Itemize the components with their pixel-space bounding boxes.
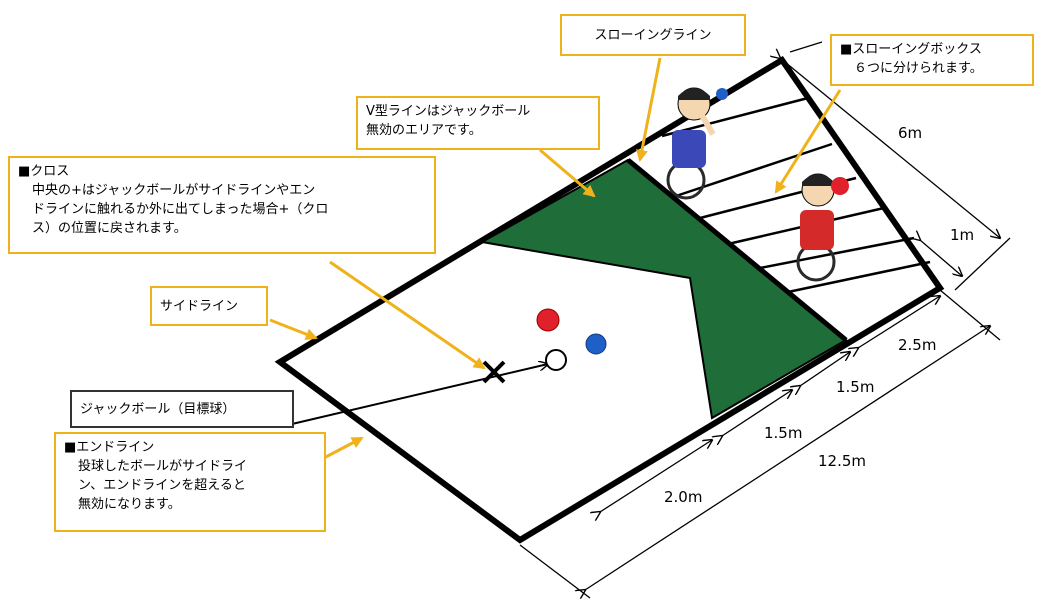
dim-1-5m-b-label: 1.5m bbox=[764, 424, 803, 442]
end-line-text-1: 投球したボールがサイドライ bbox=[78, 459, 248, 474]
throwing-line bbox=[626, 158, 848, 342]
player-red bbox=[796, 173, 849, 282]
dim-12-5m-label: 12.5m bbox=[818, 452, 867, 470]
callout-throwing-line: スローイングライン bbox=[560, 14, 746, 56]
red-ball bbox=[536, 308, 560, 332]
player-blue bbox=[666, 87, 728, 200]
dim-1-5m-a-label: 1.5m bbox=[836, 378, 875, 396]
dim-1m-line bbox=[920, 240, 962, 276]
jack-ball bbox=[545, 349, 567, 371]
throwing-box-title: ■スローイングボックス bbox=[840, 42, 982, 57]
dim-2-0m-label: 2.0m bbox=[664, 488, 703, 506]
dim-right-lines bbox=[519, 289, 1001, 598]
callout-cross: ■クロス 中央の+はジャックボールがサイドラインやエン ドラインに触れるか外に出… bbox=[8, 156, 436, 254]
v-line-text-2: 無効のエリアです。 bbox=[366, 123, 482, 138]
dim-2-5m-label: 2.5m bbox=[898, 336, 937, 354]
blue-ball bbox=[585, 333, 607, 355]
callout-arrows bbox=[269, 57, 842, 462]
cross-text-1: 中央の+はジャックボールがサイドラインやエン bbox=[32, 183, 316, 198]
cross-text-3: ス）の位置に戻されます。 bbox=[32, 221, 187, 236]
callout-throwing-box: ■スローイングボックス ６つに分けられます。 bbox=[830, 34, 1034, 86]
callout-end-line: ■エンドライン 投球したボールがサイドライ ン、エンドラインを超えると 無効にな… bbox=[54, 432, 326, 532]
throwing-line-label: スローイングライン bbox=[594, 28, 712, 43]
cross-mark bbox=[482, 360, 506, 384]
callout-v-line: V型ラインはジャックボール 無効のエリアです。 bbox=[356, 96, 600, 150]
end-line-title: ■エンドライン bbox=[64, 440, 155, 455]
side-line-label: サイドライン bbox=[160, 299, 239, 314]
cross-title: ■クロス bbox=[18, 164, 70, 179]
dim-1m-label: 1m bbox=[950, 226, 975, 244]
throwing-box-text: ６つに分けられます。 bbox=[854, 61, 983, 76]
v-line-text-1: V型ラインはジャックボール bbox=[366, 104, 531, 119]
callout-jack-ball: ジャックボール（目標球） bbox=[70, 390, 294, 428]
cross-text-2: ドラインに触れるか外に出てしまった場合+（クロ bbox=[32, 202, 329, 217]
jack-ball-pointer bbox=[291, 364, 548, 425]
callout-side-line: サイドライン bbox=[150, 286, 268, 326]
dim-6m-label: 6m bbox=[898, 124, 923, 142]
end-line-text-3: 無効になります。 bbox=[78, 497, 181, 512]
end-line-text-2: ン、エンドラインを超えると bbox=[78, 478, 246, 493]
dim-6m-line bbox=[780, 41, 1011, 291]
jack-ball-label: ジャックボール（目標球） bbox=[80, 402, 236, 417]
